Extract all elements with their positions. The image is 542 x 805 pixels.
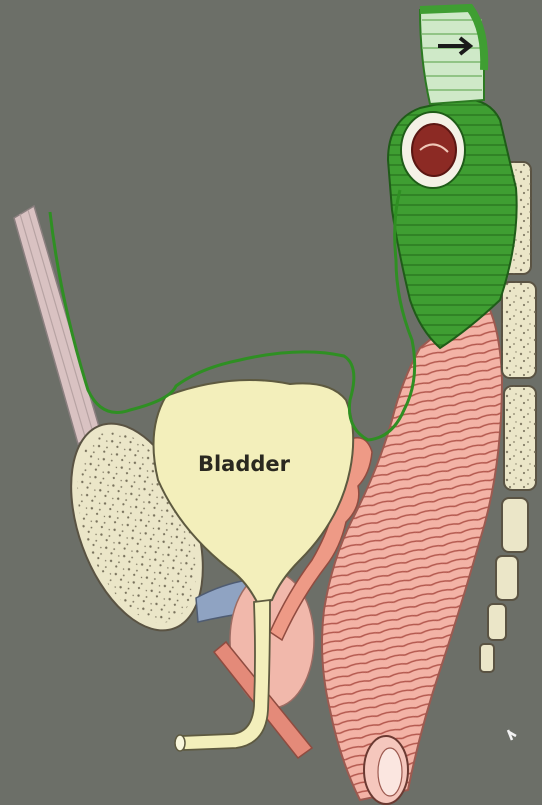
urethra	[182, 600, 270, 750]
bladder-label: Bladder	[198, 452, 291, 476]
sigmoid-mesentery	[388, 8, 517, 348]
colon-lumen	[412, 124, 456, 176]
vessel-tube	[14, 206, 100, 444]
rectum	[322, 296, 502, 800]
corner-mark	[508, 730, 516, 740]
